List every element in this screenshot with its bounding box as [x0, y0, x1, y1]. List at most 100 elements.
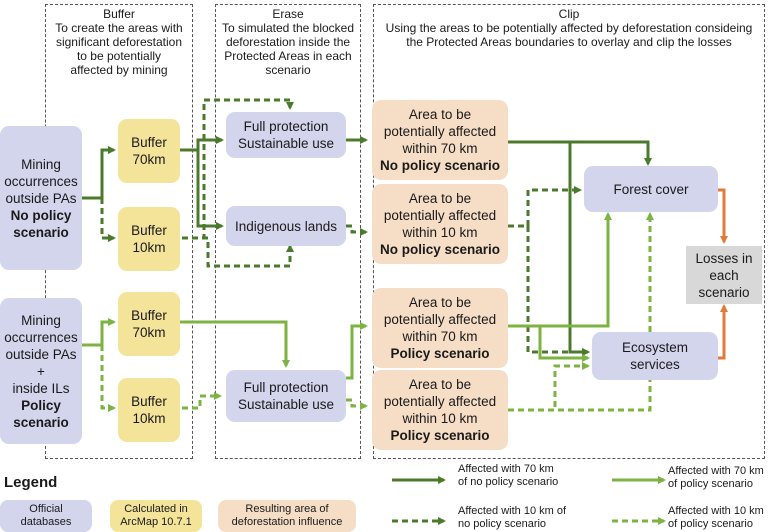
arrow-area1-to-forest — [508, 140, 652, 166]
node-line: Losses in — [695, 250, 753, 266]
area-10-nopolicy-node: Area to be potentially affected within 1… — [372, 184, 508, 264]
node-line: 10km — [132, 240, 166, 255]
arrow-mining-policy-to-buffer70b — [82, 318, 116, 347]
arrow-area2-to-forest — [508, 186, 582, 228]
legend-line: Affected with 10 km — [668, 505, 764, 517]
node-line: Buffer — [131, 135, 167, 150]
buffer-panel-title: Buffer — [103, 7, 135, 21]
node-line: No policy — [10, 207, 72, 223]
forest-cover-node: Forest cover — [584, 166, 718, 212]
node-line: within 70 km — [402, 141, 478, 156]
node-line: potentially affected — [383, 208, 497, 223]
legend-line: ArcMap 10.7.1 — [120, 516, 192, 528]
node-line: within 10 km — [402, 225, 478, 240]
node-line: potentially affected — [383, 124, 497, 139]
node-line: 70km — [132, 325, 166, 340]
area-70-policy-node: Area to be potentially affected within 7… — [372, 288, 508, 368]
legend-line: Affected with 10 km of — [458, 505, 567, 517]
mining-nopolicy-node: Mining occurrences outside PAs No policy… — [0, 126, 82, 270]
node-line: each — [709, 267, 739, 283]
node-line: Forest cover — [613, 181, 689, 197]
clip-panel-title: Clip — [558, 7, 580, 21]
legend-arcmap-swatch: Calculated in ArcMap 10.7.1 — [110, 500, 202, 532]
buffer10-policy-node: Buffer 10km — [118, 378, 180, 442]
indigenous-lands-node: Indigenous lands — [226, 206, 346, 246]
node-line: Policy scenario — [390, 428, 490, 443]
arrow-buffer10a-to-indigenous — [172, 236, 294, 268]
arrow-buffer10b-to-fullprotection-b — [172, 392, 222, 410]
area-10-policy-node: Area to be potentially affected within 1… — [372, 370, 508, 450]
node-line: Buffer — [131, 223, 167, 238]
arrow-fullprotection-b-to-area4 — [346, 398, 368, 410]
node-line: Area to be — [408, 377, 472, 392]
erase-panel-title: Erase — [272, 7, 304, 21]
node-line: Area to be — [408, 107, 472, 122]
legend-line: Affected with 70 km — [458, 463, 554, 475]
arrow-mining-to-buffer70a — [82, 146, 116, 200]
clip-panel-desc: Using the areas to be potentially affect… — [373, 21, 765, 49]
ecosystem-services-node: Ecosystem services — [592, 332, 718, 380]
losses-node: Losses in each scenario — [686, 246, 762, 304]
node-line: 10km — [132, 411, 166, 426]
arrow-area2-to-ecosystem — [526, 226, 590, 356]
arrow-buffer70a-to-fullprotection-a — [172, 136, 224, 152]
node-line: scenario — [13, 224, 69, 240]
legend-10-policy-label: Affected with 10 km of policy scenario — [668, 505, 764, 531]
erase-desc-line: Protected Areas in each — [224, 49, 352, 63]
node-line: Full protection — [243, 119, 329, 134]
legend-line: Calculated in — [124, 503, 188, 515]
legend-line: of policy scenario — [668, 518, 753, 530]
arrow-area3-to-forest — [508, 212, 612, 328]
full-protection-policy-node: Full protection Sustainable use — [226, 370, 346, 422]
arrow-mining-policy-to-buffer10b — [100, 345, 116, 412]
legend-official-swatch: Official databases — [0, 500, 92, 532]
legend-result-swatch: Resulting area of deforestation influenc… — [218, 500, 356, 532]
area-70-nopolicy-node: Area to be potentially affected within 7… — [372, 100, 508, 180]
legend-title: Legend — [4, 474, 58, 491]
node-line: Full protection — [243, 380, 329, 395]
arrow-area3-to-ecosystem — [538, 326, 590, 362]
node-line: within 10 km — [402, 411, 478, 426]
node-line: occurrences — [4, 329, 78, 345]
legend-line: deforestation influence — [231, 516, 343, 528]
legend-line: of no policy scenario — [458, 476, 559, 488]
node-line: Indigenous lands — [234, 218, 338, 234]
arrow-fullprotection-b-to-area3 — [346, 322, 368, 380]
node-line: 70km — [132, 152, 166, 167]
node-line: outside PAs + — [5, 346, 77, 379]
node-line: within 70 km — [402, 329, 478, 344]
buffer-desc-line: To create the areas with — [55, 21, 183, 35]
arrow-area4-to-ecosystem — [508, 362, 590, 412]
buffer-desc-line: to be potentially — [76, 49, 162, 63]
buffer70-policy-node: Buffer 70km — [118, 292, 180, 356]
buffer-panel-desc: To create the areas with significant def… — [45, 21, 193, 77]
arrow-ecosystem-to-losses — [718, 304, 728, 360]
full-protection-nopolicy-node: Full protection Sustainable use — [226, 112, 346, 158]
node-line: services — [630, 357, 680, 372]
node-line: scenario — [13, 414, 69, 430]
node-line: scenario — [698, 284, 750, 300]
legend-70-nopolicy-label: Affected with 70 km of no policy scenari… — [458, 463, 558, 489]
legend-line: databases — [20, 516, 72, 528]
buffer-desc-line: affected by mining — [70, 63, 168, 77]
arrow-buffer70b-to-fullprotection-b — [172, 320, 290, 368]
node-line: Policy scenario — [390, 346, 490, 361]
node-line: Mining — [21, 156, 61, 172]
node-line: Buffer — [131, 308, 167, 323]
legend-line: of policy scenario — [668, 478, 753, 490]
node-line: inside ILs — [12, 380, 70, 396]
clip-desc-line: the Protected Areas boundaries to overla… — [406, 35, 732, 49]
node-line: Sustainable use — [237, 397, 335, 412]
node-line: Area to be — [408, 295, 472, 310]
legend-line: no policy scenario — [458, 518, 547, 530]
node-line: Sustainable use — [237, 136, 335, 151]
erase-panel-desc: To simulated the blocked deforestation i… — [215, 21, 361, 77]
erase-desc-line: scenario — [265, 63, 311, 77]
clip-desc-line: Using the areas to be potentially affect… — [385, 21, 753, 35]
buffer70-nopolicy-node: Buffer 70km — [118, 119, 180, 183]
legend-line: Official — [29, 503, 63, 515]
node-line: No policy scenario — [379, 242, 501, 257]
node-line: Buffer — [131, 394, 167, 409]
